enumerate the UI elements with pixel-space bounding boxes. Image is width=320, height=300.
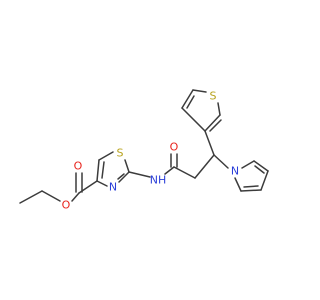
bond-c2-n-inner [117,173,125,180]
amide-nh-label: NH [150,174,167,187]
bond-ch2-ch [194,154,215,179]
bond-pyrrole-ca-cb-inner [254,165,265,174]
ester-carbonyl-oxygen-label: O [74,160,83,173]
thiazole-nitrogen-label: N [109,181,117,194]
background [0,0,300,300]
bond-s-c2 [124,159,130,173]
bond-pyrrole-cc-cd [240,189,262,192]
bond-nh-amide-c [164,166,175,175]
bond-pyrrole-cd-n [234,177,242,192]
bond-c2-nh [128,171,151,178]
atom-labels: O O S N NH O S N [62,90,239,212]
bond-pyrrole-ca-cb [253,160,269,172]
pyrrole-nitrogen-label: N [231,165,239,178]
bond-c5-s [98,151,114,161]
bond-pyrrole-n-ca [241,160,255,169]
bond-o-carbonyl-c [71,192,80,202]
bond-c4-c5-inner [101,161,105,179]
bond-thio-c2-s [217,102,221,116]
ester-ether-oxygen-label: O [62,199,71,212]
bonds [19,89,269,204]
bond-thio-c3-c2-inner [209,119,222,132]
bond-thio-c5-c4 [181,89,194,109]
bond-thio-c5-c4-inner [186,95,195,109]
bond-pyrrole-cc-cd-inner [243,185,259,188]
bond-thio-c4-c3 [181,107,206,132]
bond-ethyl-ch3 [19,190,43,204]
bond-ethyl-ch2-o [41,190,61,202]
bond-ch-pyrrole-n [213,154,229,169]
bond-ch-thiophene [204,130,215,156]
bond-carbonyl-to-c4 [78,180,98,194]
bond-thio-c3-c2 [204,114,221,132]
bond-pyrrole-cb-cc [260,170,269,191]
bond-c4-c5 [96,159,100,182]
bond-amide-ch2 [173,166,196,179]
molecule-structure: O O S N NH O S N [0,0,300,300]
bond-c2-n [118,171,130,183]
bond-thio-s-c5 [192,89,207,93]
amide-oxygen-label: O [170,141,179,154]
thiophene-sulfur-label: S [210,90,217,103]
bond-n-c4 [96,180,108,187]
thiazole-sulfur-label: S [117,147,124,160]
